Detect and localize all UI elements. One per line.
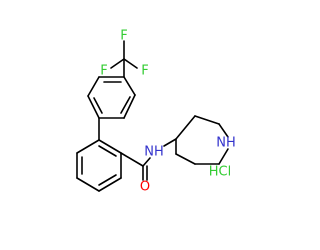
fluorine-label-right: F — [141, 64, 148, 79]
trifluoromethyl-group — [110, 40, 138, 78]
amide-nitrogen-label: NH — [144, 145, 164, 160]
piperidine-ring — [163, 115, 229, 165]
fluorine-label-left: F — [100, 64, 107, 79]
trifluoromethylphenyl-ring — [87, 76, 136, 119]
chemical-structure: F F F NH NH O HCl — [76, 29, 236, 195]
fluorine-label-top: F — [120, 29, 127, 44]
benzamide-ring — [76, 139, 122, 192]
ring-nitrogen-label: NH — [216, 136, 236, 151]
hcl-label: HCl — [209, 165, 231, 180]
amide-group — [120, 152, 151, 181]
oxygen-label: O — [140, 180, 150, 195]
